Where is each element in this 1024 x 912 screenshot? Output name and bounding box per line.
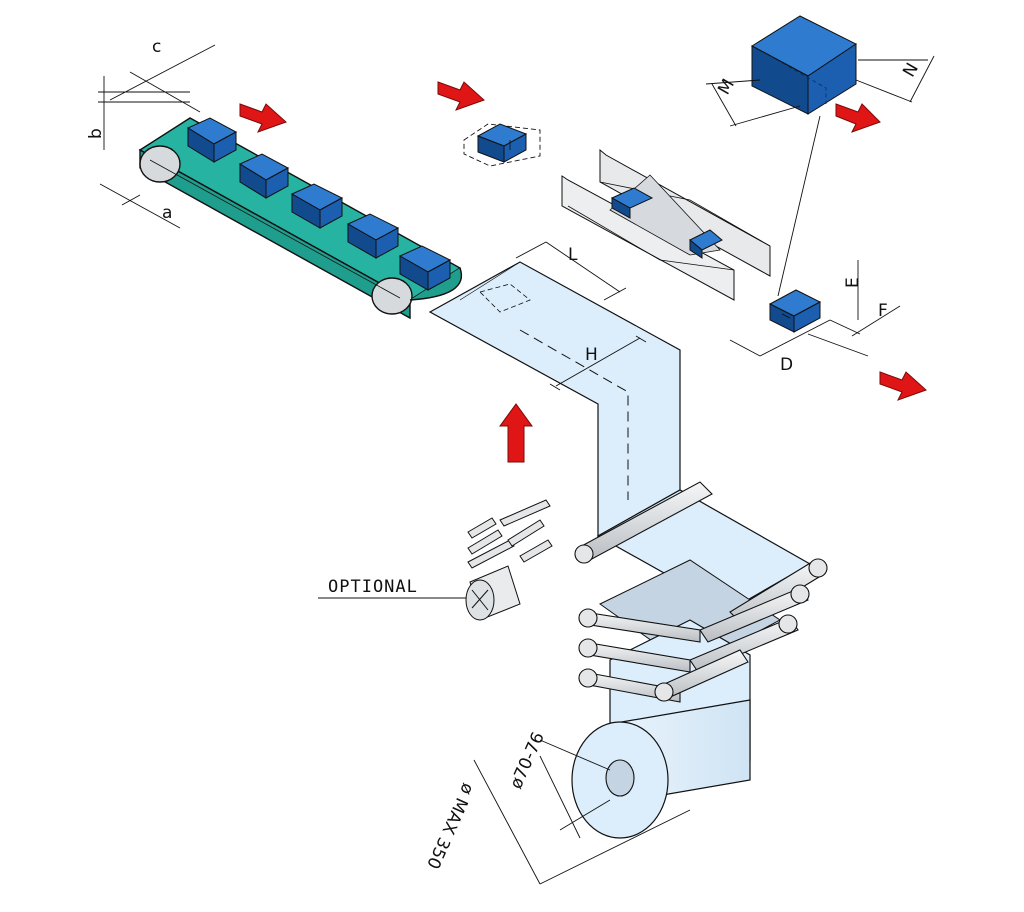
product-box-1 bbox=[186, 117, 238, 163]
dimension-label-a: a bbox=[162, 203, 172, 223]
product-box-4 bbox=[346, 213, 400, 259]
package-output bbox=[768, 289, 822, 333]
infeed-conveyor bbox=[138, 117, 463, 320]
dimension-label-N: N bbox=[899, 60, 923, 81]
dimension-label-D: D bbox=[780, 355, 793, 375]
reel-dimensions bbox=[473, 739, 691, 885]
flow-arrow-film-up bbox=[499, 403, 533, 463]
film-reel bbox=[571, 699, 751, 839]
flow-arrow-package-out bbox=[879, 371, 927, 401]
product-box-5 bbox=[398, 245, 452, 291]
final-package-dimensions bbox=[705, 55, 935, 127]
film-rollers bbox=[574, 481, 828, 703]
product-box-3 bbox=[290, 183, 344, 229]
product-box-2 bbox=[238, 153, 290, 199]
folding-guides bbox=[561, 148, 771, 301]
film-dimensions bbox=[515, 241, 647, 391]
flow-arrow-conveyor bbox=[239, 103, 287, 133]
dimension-label-c: c bbox=[152, 37, 161, 57]
flow-arrow-final-out bbox=[835, 103, 881, 133]
dimension-label-H: H bbox=[585, 345, 598, 365]
conveyor-products bbox=[186, 117, 452, 291]
reel-diameter-label: ø MAX 350 bbox=[422, 780, 478, 872]
final-package bbox=[751, 15, 857, 115]
product-entering bbox=[463, 123, 541, 167]
dimension-label-b: b bbox=[86, 128, 106, 139]
dimension-label-L: L bbox=[568, 245, 578, 265]
optional-accessory bbox=[465, 499, 553, 621]
package-dimensions bbox=[729, 115, 901, 357]
optional-label: OPTIONAL bbox=[328, 577, 418, 597]
conveyor-dimensions bbox=[98, 44, 216, 229]
dimension-label-F: F bbox=[878, 301, 888, 321]
dimension-label-E: E bbox=[843, 277, 863, 288]
flow-arrow-product-in bbox=[437, 81, 485, 111]
